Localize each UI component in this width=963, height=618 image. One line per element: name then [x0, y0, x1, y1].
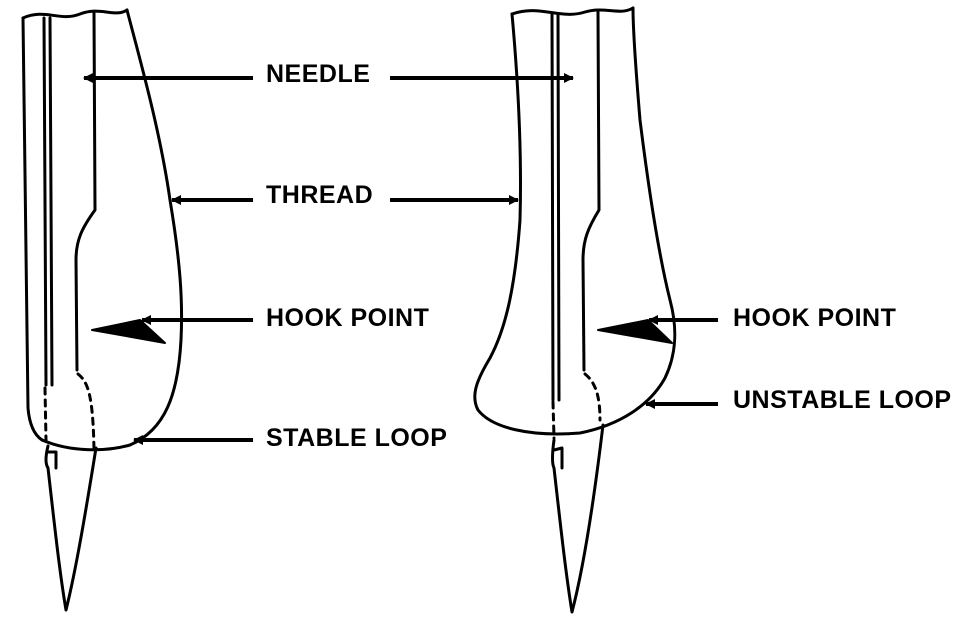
left-needle: [21, 8, 129, 612]
label-hook-point-left: HOOK POINT: [266, 304, 429, 332]
label-unstable-loop: UNSTABLE LOOP: [733, 386, 952, 414]
callout-arrows: [83, 73, 718, 445]
right-needle-top-edge: [510, 6, 635, 16]
left-hook-point-shape: [91, 319, 166, 344]
label-thread: THREAD: [266, 181, 373, 209]
label-stable-loop: STABLE LOOP: [266, 424, 447, 452]
label-hook-point-right: HOOK POINT: [733, 304, 896, 332]
left-needle-point: [44, 444, 98, 612]
right-needle: [510, 6, 635, 614]
right-thread-loop: [473, 6, 677, 436]
left-needle-inner-edge: [74, 10, 97, 372]
label-needle: NEEDLE: [266, 60, 370, 88]
right-thread-behind: [551, 400, 556, 440]
left-needle-groove: [42, 16, 48, 387]
left-thread-loop: [40, 8, 184, 452]
left-needle-top-edge: [21, 8, 129, 20]
right-needle-point: [551, 423, 605, 614]
right-needle-inner-edge: [581, 10, 601, 372]
left-thread-behind: [43, 386, 48, 442]
right-needle-groove: [550, 12, 555, 402]
left-needle-outer-edge: [21, 16, 44, 442]
right-hook-point-shape: [597, 319, 673, 344]
